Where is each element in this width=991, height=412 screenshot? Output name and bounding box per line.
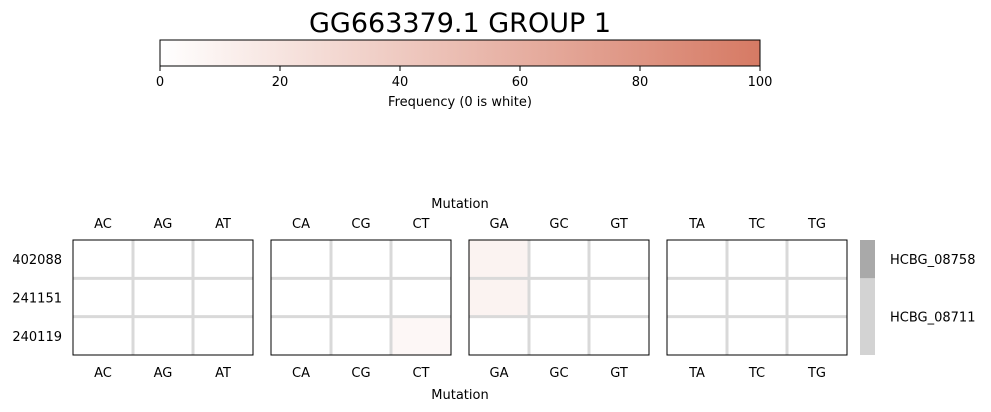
row-label: 241151 — [12, 291, 62, 306]
column-label-top: GC — [549, 217, 568, 232]
column-label-top: AT — [215, 217, 231, 232]
group-label: HCBG_08758 — [890, 253, 975, 268]
heatmap-panel: AC AC AG AG AT AT — [72, 217, 254, 381]
colorbar-tick-label: 40 — [392, 75, 409, 90]
panel-frame — [270, 239, 452, 356]
colorbar-label: Frequency (0 is white) — [388, 95, 532, 110]
colorbar-tick-label: 100 — [748, 75, 773, 90]
heatmap-cell — [193, 278, 253, 317]
heatmap-panels: ACACAGAGATATCACACGCGCTCTGAGAGCGCGTGTTATA… — [72, 217, 848, 381]
heatmap-cell — [727, 278, 787, 317]
heatmap-cell — [391, 316, 451, 355]
heatmap-cell — [271, 240, 331, 279]
heatmap-cell — [73, 278, 133, 317]
column-label-top: GT — [610, 217, 628, 232]
group-label: HCBG_08711 — [890, 311, 975, 326]
heatmap-cell — [193, 240, 253, 279]
column-label-bottom: TG — [807, 366, 826, 381]
heatmap-panel: TA TA TC TC TG TG — [666, 217, 848, 381]
heatmap-cell — [529, 316, 589, 355]
heatmap-cell — [667, 240, 727, 279]
heatmap-cell — [469, 240, 529, 279]
group-bar-segment — [860, 278, 875, 355]
colorbar — [159, 39, 761, 67]
column-label-bottom: AT — [215, 366, 231, 381]
column-label-bottom: CA — [292, 366, 310, 381]
heatmap-panel: GA GA GC GC GT GT — [468, 217, 650, 381]
row-label: 240119 — [12, 330, 62, 345]
heatmap-cell — [193, 316, 253, 355]
heatmap-cell — [331, 278, 391, 317]
column-label-top: TC — [748, 217, 765, 232]
heatmap-cell — [787, 316, 847, 355]
column-label-bottom: CT — [412, 366, 429, 381]
heatmap-cell — [133, 278, 193, 317]
heatmap-cell — [469, 316, 529, 355]
panel-frame — [72, 239, 254, 356]
colorbar-tick-label: 0 — [156, 75, 164, 90]
heatmap-cell — [589, 240, 649, 279]
column-label-top: CG — [351, 217, 370, 232]
heatmap-cell — [529, 278, 589, 317]
column-label-top: CT — [412, 217, 429, 232]
heatmap-cell — [133, 316, 193, 355]
column-label-bottom: TA — [688, 366, 705, 381]
heatmap-cell — [391, 278, 451, 317]
heatmap-cell — [667, 316, 727, 355]
heatmap-cell — [73, 316, 133, 355]
row-label: 402088 — [12, 253, 62, 268]
heatmap-cell — [667, 278, 727, 317]
heatmap-cell — [271, 278, 331, 317]
column-label-top: AG — [154, 217, 173, 232]
heatmap-cell — [469, 278, 529, 317]
colorbar-tick-label: 80 — [632, 75, 649, 90]
heatmap-cell — [589, 316, 649, 355]
heatmap-panel: CA CA CG CG CT CT — [270, 217, 452, 381]
row-labels: 402088 241151 240119 — [12, 253, 62, 345]
column-label-bottom: GC — [549, 366, 568, 381]
heatmap-cell — [331, 240, 391, 279]
column-label-bottom: TC — [748, 366, 765, 381]
heatmap-cell — [787, 240, 847, 279]
heatmap-cell — [727, 240, 787, 279]
heatmap-cell — [529, 240, 589, 279]
column-label-bottom: GA — [490, 366, 509, 381]
heatmap-cell — [787, 278, 847, 317]
colorbar-tick-label: 60 — [512, 75, 529, 90]
x-axis-label-top: Mutation — [431, 197, 488, 212]
panel-frame — [666, 239, 848, 356]
column-label-top: TA — [688, 217, 705, 232]
column-label-top: CA — [292, 217, 310, 232]
heatmap-cell — [133, 240, 193, 279]
heatmap-cell — [331, 316, 391, 355]
heatmap-cell — [271, 316, 331, 355]
column-label-bottom: AG — [154, 366, 173, 381]
column-label-bottom: GT — [610, 366, 628, 381]
column-label-top: GA — [490, 217, 509, 232]
group-bar-segment — [860, 240, 875, 279]
colorbar-ticks: 0 20 40 60 80 100 — [156, 66, 773, 90]
colorbar-tick-label: 20 — [272, 75, 289, 90]
heatmap-cell — [727, 316, 787, 355]
x-axis-label-bottom: Mutation — [431, 388, 488, 403]
column-label-top: TG — [807, 217, 826, 232]
column-label-bottom: AC — [94, 366, 112, 381]
panel-frame — [468, 239, 650, 356]
column-label-top: AC — [94, 217, 112, 232]
heatmap-cell — [73, 240, 133, 279]
chart-title: GG663379.1 GROUP 1 — [309, 8, 611, 39]
column-label-bottom: CG — [351, 366, 370, 381]
heatmap-cell — [391, 240, 451, 279]
heatmap-cell — [589, 278, 649, 317]
